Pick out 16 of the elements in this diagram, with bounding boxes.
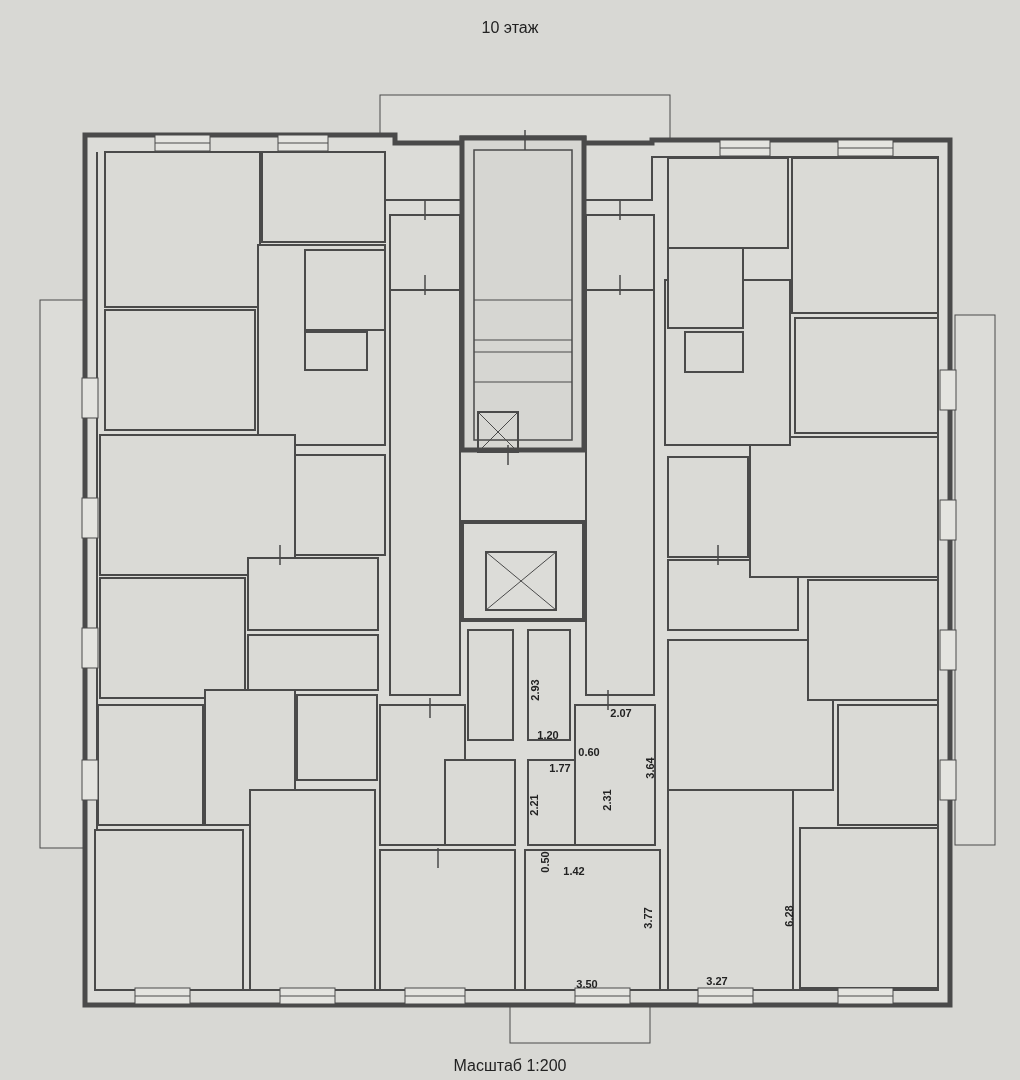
dimension-label: 1.42 (563, 865, 585, 877)
dimension-label: 3.50 (576, 978, 598, 990)
dimension-label: 2.07 (610, 707, 632, 719)
dimension-label: 3.27 (706, 975, 728, 987)
scale-caption: Масштаб 1:200 (453, 1057, 567, 1075)
dimension-label: 1.20 (537, 729, 559, 741)
dimension-label: 2.31 (601, 789, 613, 811)
dimension-label: 3.64 (644, 757, 656, 779)
dimension-label: 2.93 (529, 679, 541, 701)
dimension-label: 0.50 (539, 851, 551, 873)
dimension-label: 1.77 (549, 762, 571, 774)
dimension-label: 2.21 (528, 794, 540, 816)
dimension-label: 3.77 (642, 907, 654, 929)
dimension-label: 6.28 (783, 905, 795, 927)
dimension-label: 0.60 (578, 746, 600, 758)
floor-title: 10 этаж (481, 19, 539, 37)
